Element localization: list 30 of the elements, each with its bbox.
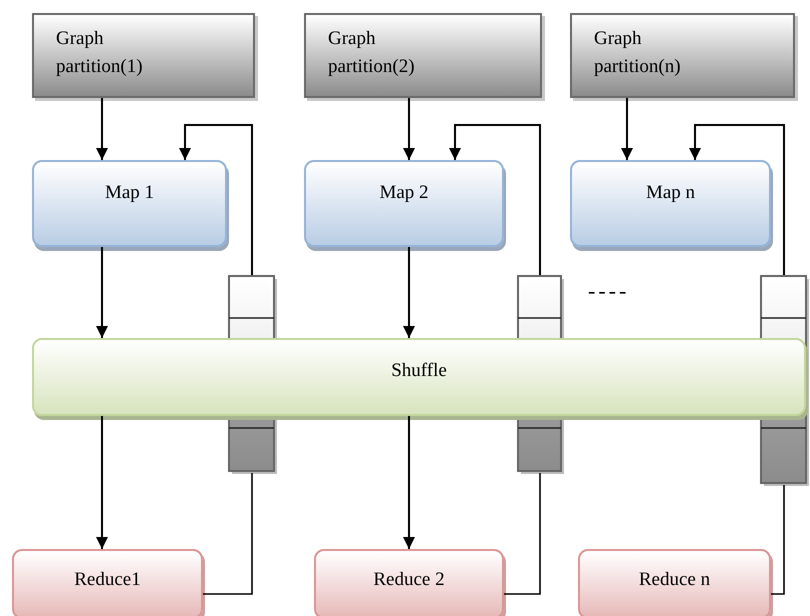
box-label: Graph partition(2): [328, 27, 416, 79]
box-label: Reduce n: [638, 569, 712, 591]
box-label: Reduce 2: [372, 569, 446, 591]
partition-box: [304, 13, 542, 98]
arrow: [96, 247, 108, 338]
connector-line: [771, 485, 785, 595]
box-label: Shuffle: [390, 360, 448, 382]
partition-box: [32, 13, 255, 98]
arrow: [179, 124, 253, 275]
box-label: Map n: [644, 182, 696, 204]
box-label: Reduce1: [73, 569, 142, 591]
connector-line: [504, 473, 541, 595]
arrow: [403, 247, 415, 338]
arrow: [621, 98, 633, 160]
reduce-box: [314, 549, 504, 616]
box-label: Map 2: [378, 182, 430, 204]
arrow: [403, 98, 415, 160]
box-label: Map 1: [104, 182, 156, 204]
box-label: Graph partition(1): [56, 27, 144, 79]
arrow: [96, 416, 108, 549]
arrow: [403, 416, 415, 549]
arrow: [96, 98, 108, 160]
arrow: [689, 124, 785, 275]
partition-box: [570, 13, 795, 98]
arrow: [449, 124, 541, 275]
connector-line: [203, 473, 253, 595]
ellipsis-dashes: ----: [588, 278, 630, 304]
box-label: Graph partition(n): [594, 27, 682, 79]
reduce-box: [12, 549, 203, 616]
reduce-box: [578, 549, 771, 616]
